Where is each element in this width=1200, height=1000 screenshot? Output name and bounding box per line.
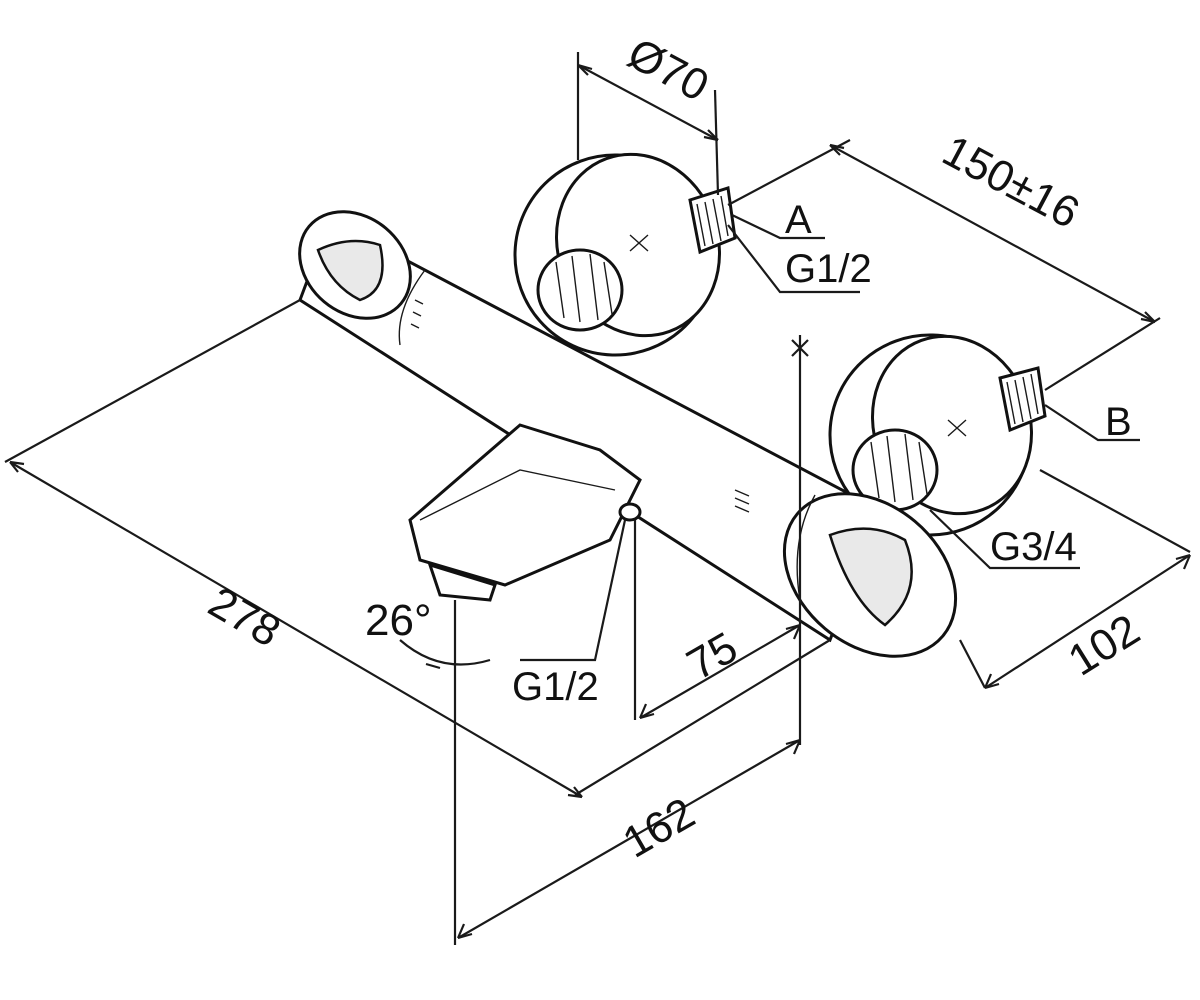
label-outlet-thread: G1/2	[512, 665, 599, 709]
label-offset-75: 75	[679, 623, 746, 690]
label-inlet-a-thread: G1/2	[785, 247, 872, 291]
label-inlet-b-thread: G3/4	[990, 525, 1077, 569]
spout	[408, 423, 642, 602]
label-angle-26: 26°	[365, 596, 432, 645]
label-length-278: 278	[200, 578, 288, 657]
rosette-b	[828, 333, 1047, 537]
rosette-a	[513, 152, 737, 357]
mixer-body	[298, 210, 958, 658]
label-width-102: 102	[1060, 605, 1148, 685]
label-centers-150: 150±16	[935, 126, 1087, 238]
label-inlet-b: B	[1105, 400, 1132, 444]
dimension-lines	[4, 52, 1192, 945]
label-inlet-a: A	[785, 198, 812, 242]
label-reach-162: 162	[615, 788, 703, 867]
label-diameter-70: Ø70	[620, 29, 716, 111]
